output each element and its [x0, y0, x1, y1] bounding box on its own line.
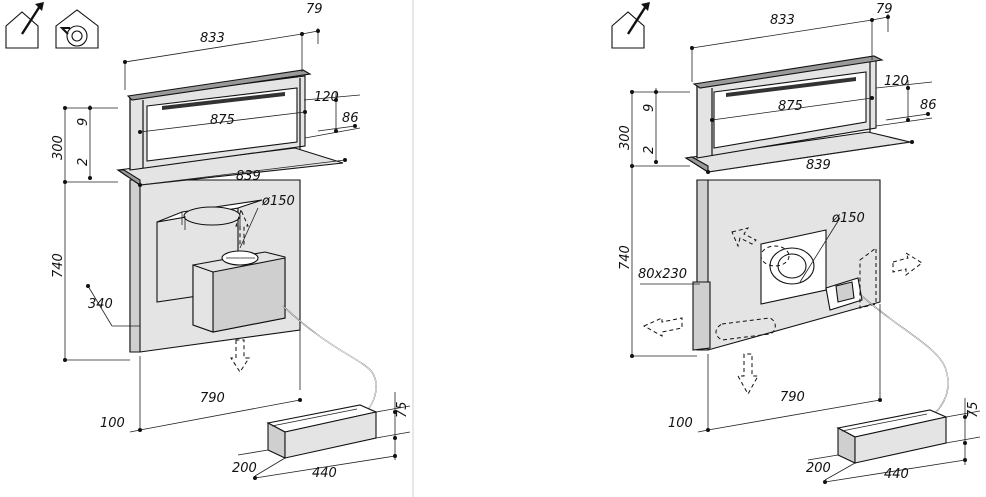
left-dimensions	[63, 28, 411, 480]
dim-340-left: 340	[88, 297, 113, 312]
dim-839-left: 839	[236, 169, 261, 184]
dim-79-right: 79	[876, 2, 893, 17]
dim-9-left: 9	[76, 118, 91, 126]
dim-79-left: 79	[306, 2, 323, 17]
dim-790-left: 790	[200, 391, 225, 406]
dim-120-left: 120	[314, 90, 339, 105]
dim-839-right: 839	[806, 158, 831, 173]
dim-2-right: 2	[642, 146, 657, 154]
house-outlet-icon	[5, 2, 44, 49]
house-outlet-icon	[611, 2, 650, 49]
dim-75-left: 75	[395, 401, 410, 418]
right-dimension-labels: 833 79 875 120 86 839 ø150 80x230 790 10…	[618, 2, 981, 482]
dim-9-right: 9	[642, 104, 657, 112]
dim-833-right: 833	[770, 13, 795, 28]
dim-300-left: 300	[51, 135, 66, 160]
right-hood-assembly	[642, 55, 949, 464]
dim-300-right: 300	[618, 125, 633, 150]
dim-790-right: 790	[780, 390, 805, 405]
dim-150-right: ø150	[831, 211, 865, 226]
dim-740-right: 740	[618, 245, 633, 270]
dim-440-left: 440	[312, 466, 337, 481]
dim-833-left: 833	[200, 31, 225, 46]
dim-740-left: 740	[51, 253, 66, 278]
dim-86-left: 86	[342, 111, 359, 126]
left-hood-assembly	[116, 69, 378, 459]
dim-875-left: 875	[210, 113, 235, 128]
dim-80x230-right: 80x230	[638, 267, 687, 282]
dim-2-left: 2	[76, 158, 91, 166]
dim-120-right: 120	[884, 74, 909, 89]
dim-100-right: 100	[668, 416, 693, 431]
dim-100-left: 100	[100, 416, 125, 431]
dim-440-right: 440	[884, 467, 909, 482]
dim-86-right: 86	[920, 98, 937, 113]
dim-875-right: 875	[778, 99, 803, 114]
dim-75-right: 75	[966, 401, 981, 418]
dim-200-left: 200	[232, 461, 257, 476]
house-recirculation-icon	[55, 9, 99, 49]
left-dimension-labels: 833 79 875 120 86 839 ø150 790 100 340 2…	[51, 2, 410, 481]
right-dimensions	[630, 14, 981, 484]
dim-200-right: 200	[806, 461, 831, 476]
dim-150-left: ø150	[261, 194, 295, 209]
